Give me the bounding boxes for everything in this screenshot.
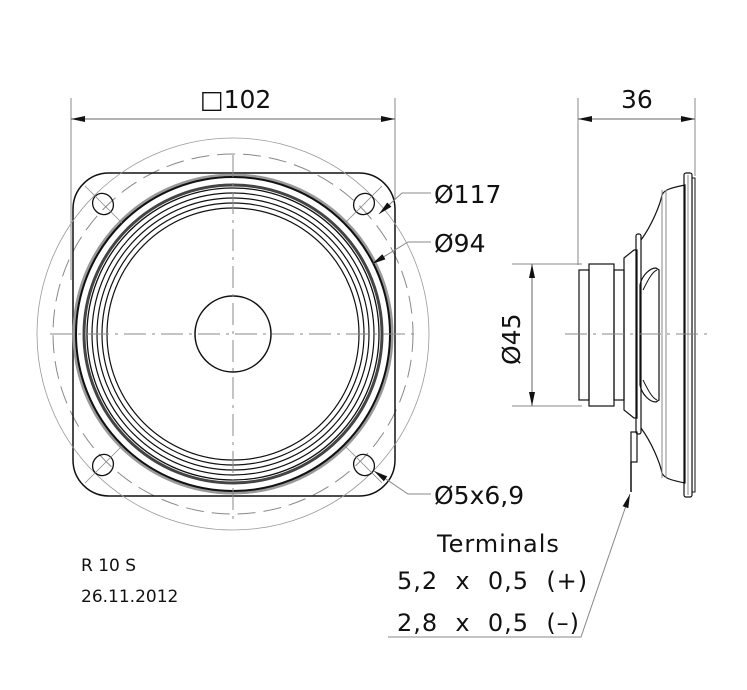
model-label: R 10 S xyxy=(81,556,136,576)
cone-diameter-label: Ø94 xyxy=(434,229,486,258)
date-label: 26.11.2012 xyxy=(81,587,178,607)
front-view xyxy=(36,98,431,531)
terminals-title: Terminals xyxy=(436,530,560,558)
magnet-diameter-label: Ø45 xyxy=(497,314,526,366)
bolt-circle-label: Ø117 xyxy=(434,180,501,209)
side-view xyxy=(388,98,712,638)
mount-hole-label: Ø5x6,9 xyxy=(434,481,524,510)
frame-size-label: □102 xyxy=(200,85,271,114)
terminal-positive-spec: 5,2 x 0,5 (+) xyxy=(397,567,588,595)
terminal-negative-spec: 2,8 x 0,5 (–) xyxy=(397,609,580,637)
depth-label: 36 xyxy=(621,85,653,114)
mount-holes xyxy=(91,192,376,477)
